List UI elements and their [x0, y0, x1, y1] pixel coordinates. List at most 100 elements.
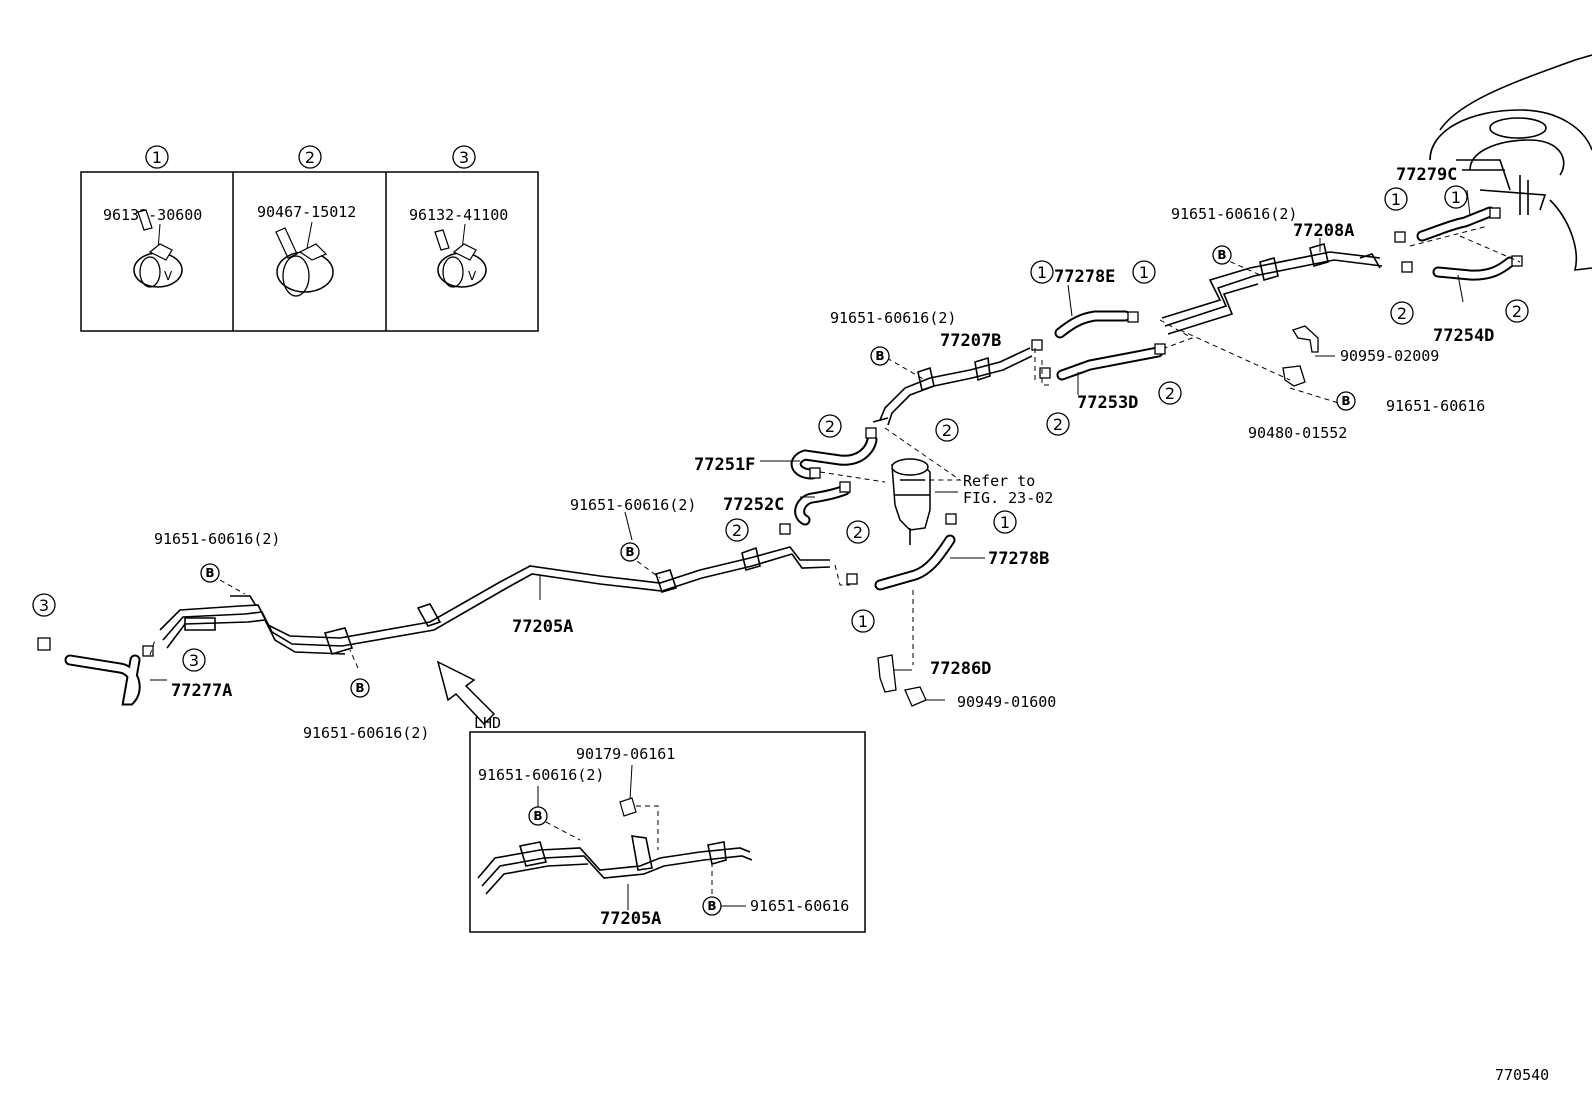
callout-1: 1 [1444, 185, 1468, 209]
label-91651-mid: 91651-60616(2) [830, 309, 956, 327]
clamp-icon [809, 467, 821, 479]
nut-icon [619, 797, 637, 817]
svg-text:2: 2 [1165, 384, 1175, 403]
label-91651-l: 91651-60616(2) [154, 530, 280, 548]
callout-circles: 3 3 2 2 2 2 2 2 2 2 1 1 1 1 1 1 B B B B … [32, 185, 1529, 698]
label-77252C: 77252C [723, 495, 784, 515]
svg-text:1: 1 [1037, 263, 1047, 282]
lhd-inset: 90179-06161 91651-60616(2) B 77205A B 91… [469, 731, 866, 933]
svg-text:2: 2 [853, 523, 863, 542]
callout-2: 2 [1390, 301, 1414, 325]
clamp-icon [1511, 255, 1523, 267]
pipe-77207B [872, 347, 1033, 426]
label-77278E: 77278E [1054, 267, 1115, 287]
svg-text:1: 1 [1000, 513, 1010, 532]
callout-2: 2 [935, 418, 959, 442]
inset-label-91651-2: 91651-60616(2) [478, 766, 604, 784]
label-91651-r: 91651-60616 [1386, 397, 1485, 415]
callout-b: B [1212, 245, 1232, 265]
svg-text:3: 3 [189, 651, 199, 670]
label-77208A: 77208A [1293, 221, 1354, 241]
clamp-icon [1401, 261, 1413, 273]
clamp-icon [945, 513, 957, 525]
legend-part-3: 96132-41100 [409, 206, 508, 224]
label-lhd: LHD [474, 714, 501, 732]
hoses [64, 206, 1516, 706]
legend-header-2: 2 [298, 145, 322, 169]
clamp-3-icon: V [434, 223, 487, 288]
lhd-arrow-icon [436, 660, 496, 726]
clamp-icon [1394, 231, 1406, 243]
callout-2: 2 [818, 414, 842, 438]
label-77253D: 77253D [1077, 393, 1138, 413]
legend-num-1: 1 [152, 148, 162, 167]
clamp-1-icon: V [133, 209, 183, 288]
clamp-icon [779, 523, 791, 535]
svg-text:2: 2 [732, 521, 742, 540]
clamp-mark-icon: V [164, 269, 173, 283]
svg-text:B: B [875, 349, 884, 363]
clamp-icon [142, 645, 154, 657]
callout-1: 1 [1384, 187, 1408, 211]
callout-1: 1 [851, 609, 875, 633]
inset-label-91651: 91651-60616 [750, 897, 849, 915]
label-77254D: 77254D [1433, 326, 1494, 346]
clamp-icon [865, 427, 877, 439]
clamp-icon [37, 637, 51, 651]
clamp-icon [839, 481, 851, 493]
callout-3: 3 [32, 593, 56, 617]
svg-text:B: B [707, 899, 716, 913]
svg-text:B: B [625, 545, 634, 559]
callout-b: B [620, 542, 640, 562]
figure-id: 770540 [1495, 1066, 1549, 1084]
legend-header-1: 1 [145, 145, 169, 169]
label-90949: 90949-01600 [957, 693, 1056, 711]
callout-2: 2 [846, 520, 870, 544]
svg-text:1: 1 [1451, 188, 1461, 207]
svg-text:2: 2 [825, 417, 835, 436]
svg-text:B: B [533, 809, 542, 823]
svg-text:2: 2 [1512, 302, 1522, 321]
brackets [877, 325, 1319, 707]
bracket-77286D-icon [877, 654, 897, 693]
main-fuel-pipe-77205A [159, 546, 831, 655]
part-labels: 77279C 91651-60616(2) 77208A 77278E 9165… [154, 165, 1494, 742]
label-90480: 90480-01552 [1248, 424, 1347, 442]
label-77286D: 77286D [930, 659, 991, 679]
callout-b: B [350, 678, 370, 698]
label-91651-tr: 91651-60616(2) [1171, 205, 1297, 223]
clamp-icon [1127, 311, 1139, 323]
legend-frame [80, 171, 539, 332]
label-refer-fig: FIG. 23-02 [963, 489, 1053, 507]
label-77277A: 77277A [171, 681, 232, 701]
inset-label-90179: 90179-06161 [576, 745, 675, 763]
legend-part-1: 96132-30600 [103, 206, 202, 224]
callout-2: 2 [1505, 299, 1529, 323]
svg-text:1: 1 [1391, 190, 1401, 209]
svg-text:B: B [355, 681, 364, 695]
label-77207B: 77207B [940, 331, 1001, 351]
callout-2: 2 [1046, 412, 1070, 436]
fuel-tank-outline [1429, 54, 1592, 271]
svg-text:2: 2 [942, 421, 952, 440]
svg-text:1: 1 [858, 612, 868, 631]
svg-text:V: V [468, 269, 477, 283]
callout-b: B [200, 563, 220, 583]
label-77251F: 77251F [694, 455, 755, 475]
callout-b: B [870, 346, 890, 366]
label-90959: 90959-02009 [1340, 347, 1439, 365]
callout-b: B [1336, 391, 1356, 411]
svg-text:1: 1 [1139, 263, 1149, 282]
inset-label-77205A: 77205A [600, 909, 661, 929]
svg-text:2: 2 [1397, 304, 1407, 323]
clamp-2-icon [275, 221, 334, 297]
callout-b: B [702, 896, 722, 916]
clamps [37, 207, 1523, 657]
fuel-filter-icon [891, 458, 931, 545]
bracket-90959-icon [1292, 325, 1319, 353]
clamp-icon [1031, 339, 1043, 351]
legend-part-2: 90467-15012 [257, 203, 356, 221]
bracket-90480-icon [1282, 365, 1306, 387]
clamp-icon [1154, 343, 1166, 355]
